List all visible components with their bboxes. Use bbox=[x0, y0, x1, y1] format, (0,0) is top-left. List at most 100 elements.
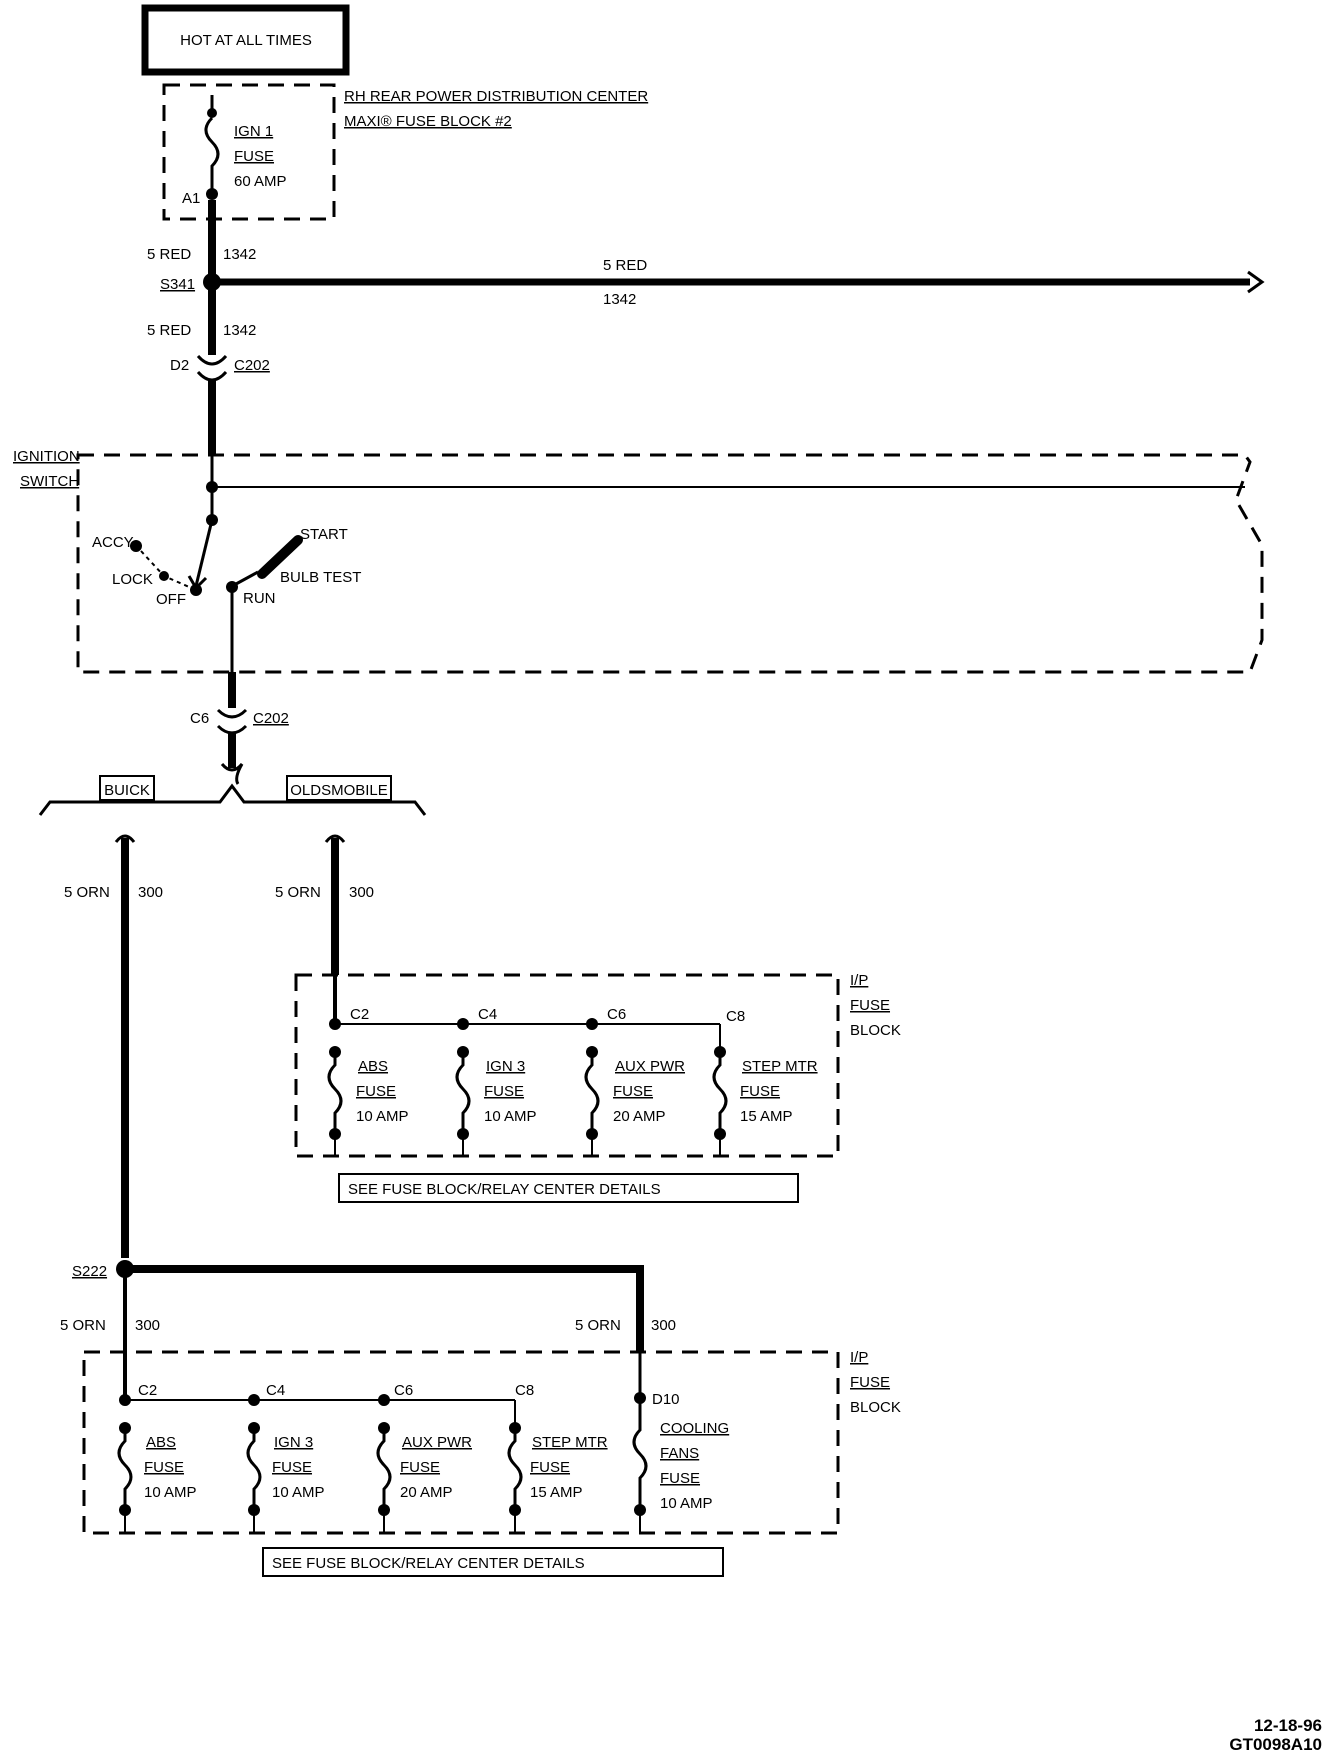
wire-olds-gauge: 5 ORN bbox=[275, 884, 321, 901]
svg-text:C2: C2 bbox=[350, 1006, 369, 1023]
svg-text:10 AMP: 10 AMP bbox=[272, 1484, 325, 1501]
svg-text:C4: C4 bbox=[266, 1382, 285, 1399]
branch-continuation-arrow bbox=[1247, 270, 1265, 294]
svg-text:20 AMP: 20 AMP bbox=[613, 1108, 666, 1125]
svg-text:10 AMP: 10 AMP bbox=[356, 1108, 409, 1125]
hot-at-all-times-box: HOT AT ALL TIMES bbox=[141, 4, 350, 76]
pos-run: RUN bbox=[243, 590, 276, 607]
diagram-code: GT0098A10 bbox=[1229, 1735, 1322, 1754]
svg-text:FUSE: FUSE bbox=[740, 1083, 780, 1100]
ign1-fuse-rating: 60 AMP bbox=[234, 173, 287, 190]
pos-lock: LOCK bbox=[112, 571, 153, 588]
svg-text:FUSE: FUSE bbox=[613, 1083, 653, 1100]
svg-text:ABS: ABS bbox=[146, 1434, 176, 1451]
svg-text:FANS: FANS bbox=[660, 1445, 699, 1462]
connector-bottom-name: C202 bbox=[253, 710, 289, 727]
s341-label: S341 bbox=[160, 276, 195, 293]
svg-text:FUSE: FUSE bbox=[484, 1083, 524, 1100]
wire-mid-gauge: 5 RED bbox=[147, 322, 191, 339]
buick-fuse-c8: C8 STEP MTR FUSE 15 AMP bbox=[507, 1382, 608, 1533]
svg-text:STEP MTR: STEP MTR bbox=[742, 1058, 818, 1075]
svg-text:10 AMP: 10 AMP bbox=[484, 1108, 537, 1125]
svg-text:AUX PWR: AUX PWR bbox=[615, 1058, 685, 1075]
connector-c202-top: D2 C202 bbox=[170, 354, 270, 382]
buick-fuse-c6: C6 AUX PWR FUSE 20 AMP bbox=[376, 1382, 472, 1533]
svg-text:FUSE: FUSE bbox=[144, 1459, 184, 1476]
wire-buick-right-gauge: 5 ORN bbox=[575, 1317, 621, 1334]
svg-text:IGN 3: IGN 3 bbox=[274, 1434, 313, 1451]
ign1-fuse-terminal-top bbox=[207, 108, 217, 118]
ign1-fuse-name: IGN 1 bbox=[234, 123, 273, 140]
svg-text:FUSE: FUSE bbox=[272, 1459, 312, 1476]
buick-block-boundary bbox=[82, 1350, 840, 1535]
rh-rear-pdc: RH REAR POWER DISTRIBUTION CENTER MAXI® … bbox=[162, 83, 648, 221]
olds-fuse-c4: C4 IGN 3 FUSE 10 AMP bbox=[455, 1006, 537, 1156]
svg-text:ABS: ABS bbox=[358, 1058, 388, 1075]
svg-text:C2: C2 bbox=[138, 1382, 157, 1399]
variant-bracket: BUICK OLDSMOBILE bbox=[38, 775, 427, 816]
buick-see-details-note: SEE FUSE BLOCK/RELAY CENTER DETAILS bbox=[262, 1547, 724, 1577]
run-contact bbox=[226, 581, 238, 593]
pdc-title: RH REAR POWER DISTRIBUTION CENTER bbox=[344, 88, 648, 105]
buick-fuse-c4: C4 IGN 3 FUSE 10 AMP bbox=[246, 1382, 325, 1533]
wire-olds-circuit: 300 bbox=[349, 884, 374, 901]
connector-top-pin: D2 bbox=[170, 357, 189, 374]
svg-text:C4: C4 bbox=[478, 1006, 497, 1023]
wire-branch-gauge: 5 RED bbox=[603, 257, 647, 274]
diagram-date: 12-18-96 bbox=[1254, 1716, 1322, 1735]
pdc-subtitle: MAXI® FUSE BLOCK #2 bbox=[344, 113, 512, 130]
svg-text:15 AMP: 15 AMP bbox=[740, 1108, 793, 1125]
olds-fuse-c2: C2 ABS FUSE 10 AMP bbox=[327, 1006, 409, 1156]
s222-label: S222 bbox=[72, 1263, 107, 1280]
start-bulb-test-contact bbox=[257, 535, 303, 579]
olds-ip-label-1: I/P bbox=[850, 972, 868, 989]
svg-text:FUSE: FUSE bbox=[356, 1083, 396, 1100]
pos-accy: ACCY bbox=[92, 534, 134, 551]
ignition-switch-label-1: IGNITION bbox=[13, 448, 80, 465]
olds-block-boundary bbox=[294, 973, 840, 1158]
olds-fuse-c8: C8 STEP MTR FUSE 15 AMP bbox=[712, 1008, 818, 1156]
pos-bulb-test: BULB TEST bbox=[280, 569, 361, 586]
svg-text:FUSE: FUSE bbox=[530, 1459, 570, 1476]
olds-see-details-note: SEE FUSE BLOCK/RELAY CENTER DETAILS bbox=[338, 1173, 799, 1203]
connector-top-name: C202 bbox=[234, 357, 270, 374]
svg-text:SEE FUSE BLOCK/RELAY CENTER DE: SEE FUSE BLOCK/RELAY CENTER DETAILS bbox=[272, 1555, 585, 1572]
pos-off: OFF bbox=[156, 591, 186, 608]
svg-text:AUX PWR: AUX PWR bbox=[402, 1434, 472, 1451]
wire-buick-circuit: 300 bbox=[138, 884, 163, 901]
svg-text:10 AMP: 10 AMP bbox=[660, 1495, 713, 1512]
olds-fuse-c6: C6 AUX PWR FUSE 20 AMP bbox=[584, 1006, 685, 1156]
buick-ip-label-2: FUSE bbox=[850, 1374, 890, 1391]
wire-300-cooling-branch bbox=[125, 1265, 644, 1352]
ignition-switch: IGNITION SWITCH ACCY LOCK OFF RUN START … bbox=[13, 448, 1264, 674]
buick-fuse-d10-cooling-fans: D10 COOLING FANS FUSE 10 AMP bbox=[632, 1352, 729, 1533]
wire-buick-gauge: 5 ORN bbox=[64, 884, 110, 901]
wire-buick-lower-circuit: 300 bbox=[135, 1317, 160, 1334]
buick-ip-label-1: I/P bbox=[850, 1349, 868, 1366]
wire-top-gauge: 5 RED bbox=[147, 246, 191, 263]
olds-ip-fuse-block: I/P FUSE BLOCK C2 ABS FUSE 10 AMP C4 IGN… bbox=[294, 972, 901, 1158]
svg-text:COOLING: COOLING bbox=[660, 1420, 729, 1437]
pos-start: START bbox=[300, 526, 348, 543]
svg-text:IGN 3: IGN 3 bbox=[486, 1058, 525, 1075]
pdc-boundary bbox=[162, 83, 336, 221]
ign1-fuse-element bbox=[204, 116, 220, 190]
buick-ip-label-3: BLOCK bbox=[850, 1399, 901, 1416]
ign1-fuse-word: FUSE bbox=[234, 148, 274, 165]
svg-text:C8: C8 bbox=[515, 1382, 534, 1399]
olds-ip-label-3: BLOCK bbox=[850, 1022, 901, 1039]
svg-text:STEP MTR: STEP MTR bbox=[532, 1434, 608, 1451]
wire-buick-lower-gauge: 5 ORN bbox=[60, 1317, 106, 1334]
off-contact bbox=[190, 584, 202, 596]
svg-text:10 AMP: 10 AMP bbox=[144, 1484, 197, 1501]
svg-text:15 AMP: 15 AMP bbox=[530, 1484, 583, 1501]
connector-bottom-pin: C6 bbox=[190, 710, 209, 727]
buick-fuse-c2: C2 ABS FUSE 10 AMP bbox=[117, 1382, 197, 1533]
svg-text:C8: C8 bbox=[726, 1008, 745, 1025]
switch-wiper bbox=[194, 519, 214, 587]
a1-terminal-dot bbox=[206, 188, 218, 200]
variant-olds-label: OLDSMOBILE bbox=[290, 782, 388, 799]
wire-mid-circuit: 1342 bbox=[223, 322, 256, 339]
svg-text:C6: C6 bbox=[394, 1382, 413, 1399]
